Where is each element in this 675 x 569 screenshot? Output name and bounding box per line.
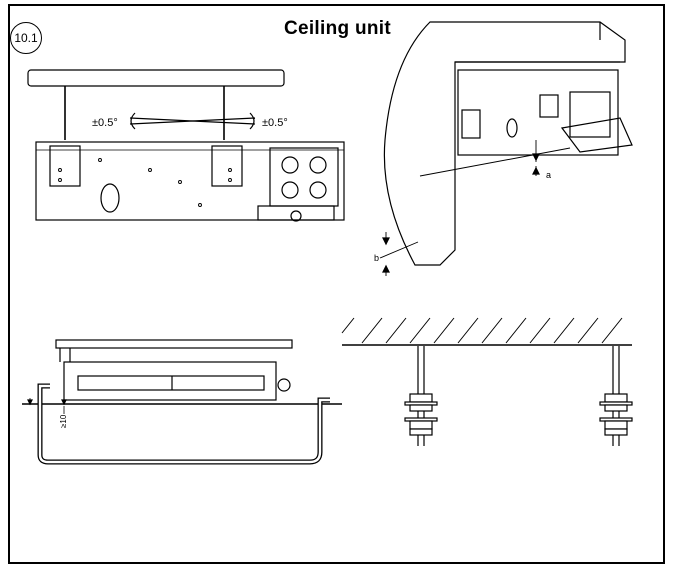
drain-height-label: ≥10	[59, 414, 68, 428]
ceiling-beam	[27, 69, 285, 87]
tilt-arrow-right	[249, 112, 255, 130]
hanger-bracket-right	[211, 145, 243, 187]
dimension-b-label: b	[374, 253, 379, 263]
ceiling-unit-body	[35, 141, 345, 221]
pipe-tray	[257, 205, 335, 221]
ceiling-opening-panel: a b	[374, 21, 633, 276]
ceiling-cutaway	[383, 21, 626, 266]
figure-frame	[8, 4, 665, 564]
hanger-rod-panel	[341, 317, 633, 446]
ceiling-slab-side	[55, 339, 293, 349]
hanger-bracket-left	[49, 145, 81, 187]
drain-pipe	[37, 383, 330, 465]
control-box	[269, 147, 339, 207]
level-tolerance-panel: ±0.5° ±0.5°	[27, 69, 345, 222]
figure-number-badge: 10.1	[10, 22, 42, 54]
threaded-rod-left	[404, 346, 438, 446]
recessed-pipe-tray	[560, 117, 633, 153]
tolerance-right-label: ±0.5°	[262, 117, 288, 129]
recessed-unit	[457, 69, 619, 156]
dimension-a-label: a	[546, 170, 551, 180]
tolerance-left-label: ±0.5°	[92, 117, 118, 129]
threaded-rod-right	[599, 346, 633, 446]
drain-outlet	[100, 183, 120, 213]
slab-hatching	[341, 317, 623, 344]
drain-slope-panel: ≥10	[22, 339, 342, 465]
figure-title: Ceiling unit	[283, 18, 392, 39]
recessed-control-box	[569, 91, 611, 138]
unit-side-view	[63, 361, 277, 401]
tilt-line-2	[129, 117, 256, 125]
tilt-arrow-left	[130, 112, 136, 130]
